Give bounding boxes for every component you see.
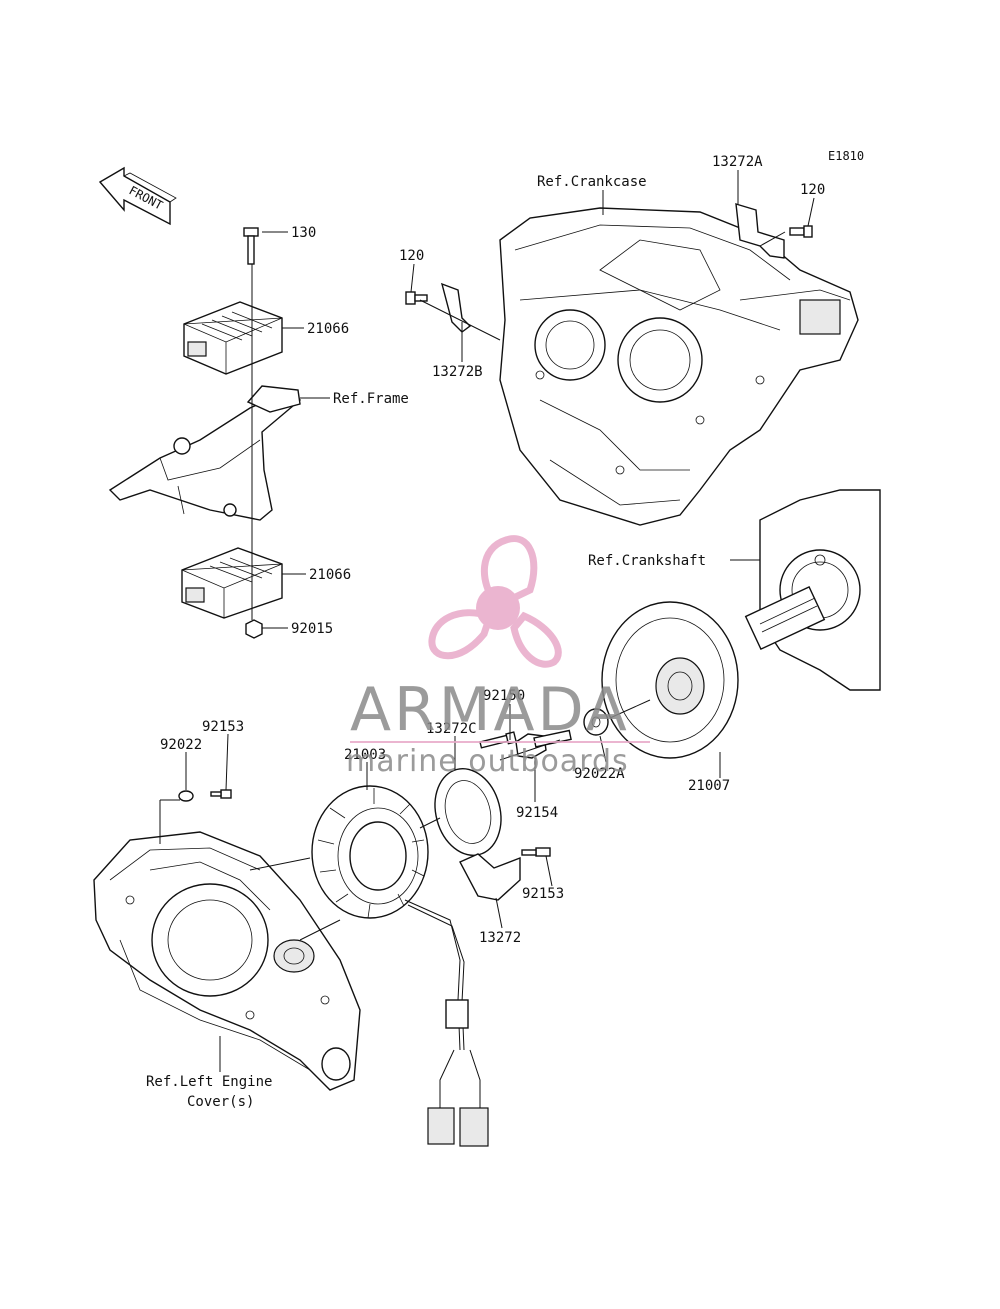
bracket-13272B (440, 282, 472, 333)
callout-21003: 21003 (344, 747, 386, 763)
front-arrow-icon: FRONT (98, 166, 177, 226)
diagram-code: E1810 (828, 149, 864, 163)
washer-92022A (583, 708, 609, 736)
bolt-130 (243, 227, 259, 265)
regulator-21066-top (183, 301, 283, 375)
gasket-13272C (434, 767, 502, 857)
callout-ref-crankshaft: Ref.Crankshaft (588, 553, 706, 569)
crankshaft-drawing (744, 489, 881, 691)
callout-ref-left-cover-line1: Ref.Left Engine (146, 1074, 272, 1090)
wire-harness (404, 899, 489, 1147)
callout-13272B: 13272B (432, 364, 483, 380)
armada-watermark: ARMADA marine outboards (346, 535, 650, 779)
frame-drawing (108, 385, 302, 521)
callout-21007: 21007 (688, 778, 730, 794)
watermark-brand: ARMADA (350, 675, 630, 745)
callout-92015: 92015 (291, 621, 333, 637)
callout-13272C: 13272C (426, 721, 477, 737)
flywheel-21007 (601, 601, 739, 759)
callout-92153-bottom: 92153 (522, 886, 564, 902)
bolt-120-right (789, 225, 813, 238)
callout-21066-top: 21066 (307, 321, 349, 337)
callout-120-left: 120 (399, 248, 424, 264)
bracket-13272 (459, 853, 521, 901)
callout-labels: 13272A 120 Ref.Crankcase 120 13272B 130 … (146, 154, 825, 1110)
nut-92015 (245, 619, 263, 639)
callout-ref-frame: Ref.Frame (333, 391, 409, 407)
callout-21066-bottom: 21066 (309, 567, 351, 583)
callout-92022A: 92022A (574, 766, 625, 782)
callout-92153-top: 92153 (202, 719, 244, 735)
watermark-tagline: marine outboards (346, 744, 629, 779)
callout-13272: 13272 (479, 930, 521, 946)
callout-130: 130 (291, 225, 316, 241)
callout-92150: 92150 (483, 688, 525, 704)
stator-21003 (311, 785, 429, 919)
bracket-13272A (735, 203, 785, 259)
callout-92154: 92154 (516, 805, 558, 821)
propeller-logo-icon (428, 535, 562, 668)
washer-92022 (178, 790, 194, 802)
callout-92022: 92022 (160, 737, 202, 753)
bolt-92153-bottom (521, 847, 551, 857)
left-engine-cover-drawing (93, 831, 361, 1091)
callout-ref-crankcase: Ref.Crankcase (537, 174, 647, 190)
callout-13272A: 13272A (712, 154, 763, 170)
leader-lines (159, 170, 815, 1072)
callout-ref-left-cover-line2: Cover(s) (187, 1094, 254, 1110)
regulator-21066-bottom (181, 547, 283, 619)
callout-120-right: 120 (800, 182, 825, 198)
crankcase-drawing (499, 207, 859, 526)
bolt-92153-top (210, 789, 232, 799)
